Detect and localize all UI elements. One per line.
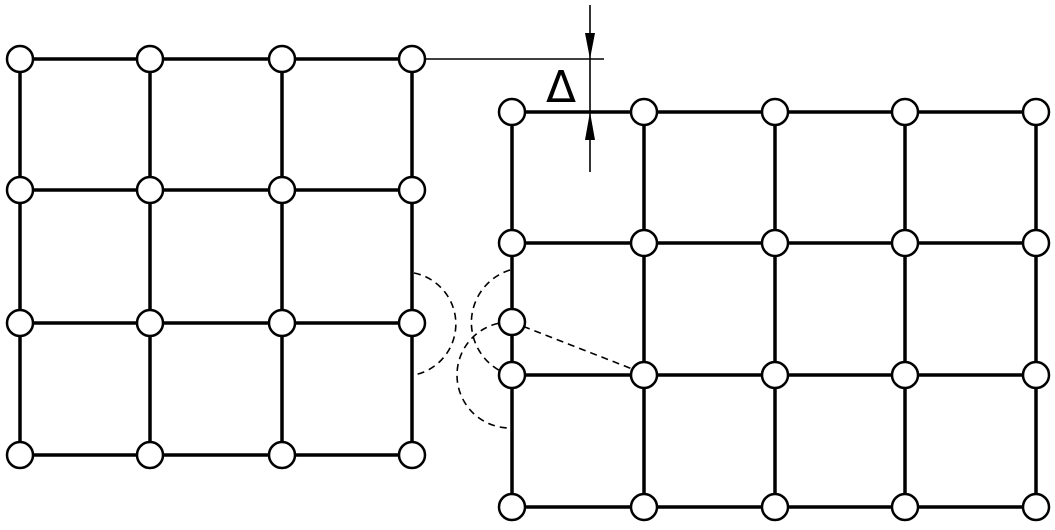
- connection-dashed-line: [511, 321, 641, 373]
- arrowhead-down: [585, 33, 595, 59]
- right-grid-connection-node: [497, 307, 527, 337]
- right-grid-node-r3-c1: [497, 360, 527, 390]
- left-grid-node-r2-c2: [135, 175, 165, 205]
- right-grid-node-r3-c5: [1021, 360, 1051, 390]
- left-grid-node-r3-c4: [397, 308, 427, 338]
- right-grid-node-r1-c3: [760, 97, 790, 127]
- detail-circle-left: [413, 272, 457, 376]
- left-grid-node-r4-c1: [5, 440, 35, 470]
- right-grid-node-r2-c3: [760, 228, 790, 258]
- right-grid-node-r2-c4: [890, 228, 920, 258]
- left-grid-node-r3-c2: [135, 308, 165, 338]
- left-grid-node-r1-c2: [135, 44, 165, 74]
- right-grid-node-r1-c4: [890, 97, 920, 127]
- offset-dimension: Δ: [412, 5, 604, 172]
- left-grid-node-r1-c3: [267, 44, 297, 74]
- right-grid-node-r2-c5: [1021, 228, 1051, 258]
- left-grid: [18, 57, 414, 457]
- detail-circle-right-upper: [470, 269, 511, 376]
- right-grid-node-r1-c2: [629, 97, 659, 127]
- right-grid-node-r3-c3: [760, 360, 790, 390]
- right-grid-node-r3-c2: [629, 360, 659, 390]
- right-grid-node-r2-c1: [497, 228, 527, 258]
- right-grid-node-r2-c2: [629, 228, 659, 258]
- connection-detail: [413, 269, 641, 429]
- left-grid-node-r4-c3: [267, 440, 297, 470]
- left-grid-node-r1-c1: [5, 44, 35, 74]
- left-grid-node-r3-c1: [5, 308, 35, 338]
- arrowhead-up: [585, 112, 595, 140]
- left-grid-node-r4-c4: [397, 440, 427, 470]
- delta-label: Δ: [546, 62, 576, 113]
- right-grid-node-r3-c4: [890, 360, 920, 390]
- right-grid-node-r4-c1: [497, 492, 527, 522]
- left-grid-node-r2-c3: [267, 175, 297, 205]
- nodes-layer: [5, 44, 1051, 522]
- right-grid-node-r1-c5: [1021, 97, 1051, 127]
- right-grid-node-r1-c1: [497, 97, 527, 127]
- right-grid-node-r4-c3: [760, 492, 790, 522]
- left-grid-node-r2-c4: [397, 175, 427, 205]
- right-grid-node-r4-c2: [629, 492, 659, 522]
- left-grid-node-r2-c1: [5, 175, 35, 205]
- left-grid-node-r4-c2: [135, 440, 165, 470]
- left-grid-node-r1-c4: [397, 44, 427, 74]
- right-grid-node-r4-c4: [890, 492, 920, 522]
- right-grid-node-r4-c5: [1021, 492, 1051, 522]
- left-grid-node-r3-c3: [267, 308, 297, 338]
